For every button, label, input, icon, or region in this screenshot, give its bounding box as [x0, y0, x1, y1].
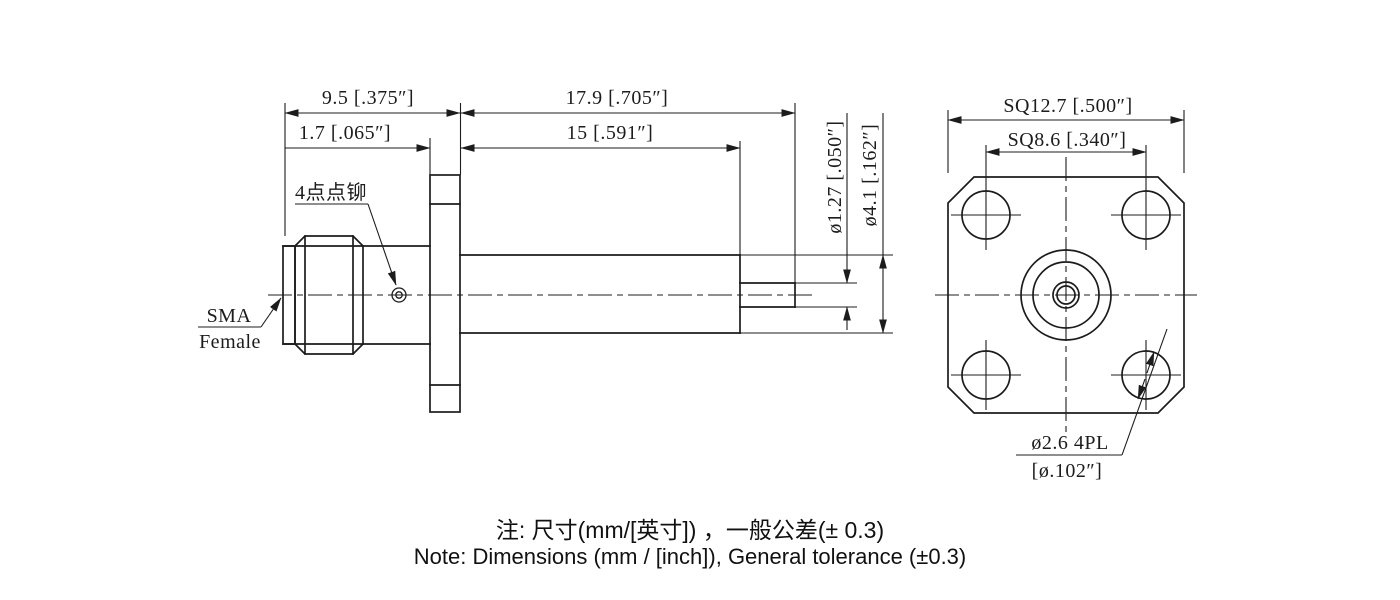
interface-circle-socket-outer: [1052, 281, 1080, 309]
interface-circle-outer: [1020, 249, 1112, 341]
side-dimension-lines: [284, 109, 887, 334]
dim-hole-spacing-label: SQ8.6 [.340″]: [1008, 129, 1127, 151]
flange-front-outline: [947, 176, 1185, 414]
rivet-dot-outer: [391, 287, 407, 303]
notes: 注: 尺寸(mm/[英寸]) ，一般公差(± 0.3) Note: Dimens…: [414, 517, 967, 569]
front-view: SQ12.7 [.500″] SQ8.6 [.340″] ø2.6 4PL [ø…: [935, 95, 1197, 482]
flange-side: [429, 174, 461, 413]
interface-circle-socket-inner: [1056, 285, 1076, 305]
dim-barrel-diameter-label: ø4.1 [.162″]: [859, 124, 881, 227]
dim-overall-label: 9.5 [.375″]: [322, 87, 414, 109]
rivet-callout-label: 4点点铆: [295, 181, 367, 204]
hole-callout-line2: [ø.102″]: [1032, 460, 1103, 482]
dim-pin-diameter-label: ø1.27 [.050″]: [824, 120, 846, 233]
hole-crosshairs: [951, 145, 1181, 410]
note-line-english: Note: Dimensions (mm / [inch]), General …: [414, 544, 967, 569]
hole-callout-line1: ø2.6 4PL: [1031, 432, 1108, 454]
note-line-chinese: 注: 尺寸(mm/[英寸]) ，一般公差(± 0.3): [496, 517, 884, 543]
connector-label-line2: Female: [199, 331, 261, 353]
dim-right-length-label: 17.9 [.705″]: [566, 87, 669, 109]
connector-callout-leader: [260, 297, 282, 328]
dim-flange-square-label: SQ12.7 [.500″]: [1003, 95, 1132, 117]
front-dimension-lines: [947, 110, 1185, 173]
rivet-callout-leader: [367, 203, 397, 286]
hole-callout-arrow-upper: [1145, 351, 1155, 374]
connector-label-line1: SMA: [207, 305, 252, 327]
hole-callout-arrow-lower: [1137, 378, 1147, 400]
side-view: 9.5 [.375″] 17.9 [.705″] 1.7 [.065″] 15 …: [198, 87, 893, 413]
dim-barrel-length-label: 15 [.591″]: [567, 122, 654, 144]
interface-circle-insulator: [1032, 261, 1100, 329]
dim-flange-thickness-label: 1.7 [.065″]: [299, 122, 391, 144]
rivet-dot-inner: [395, 291, 403, 299]
